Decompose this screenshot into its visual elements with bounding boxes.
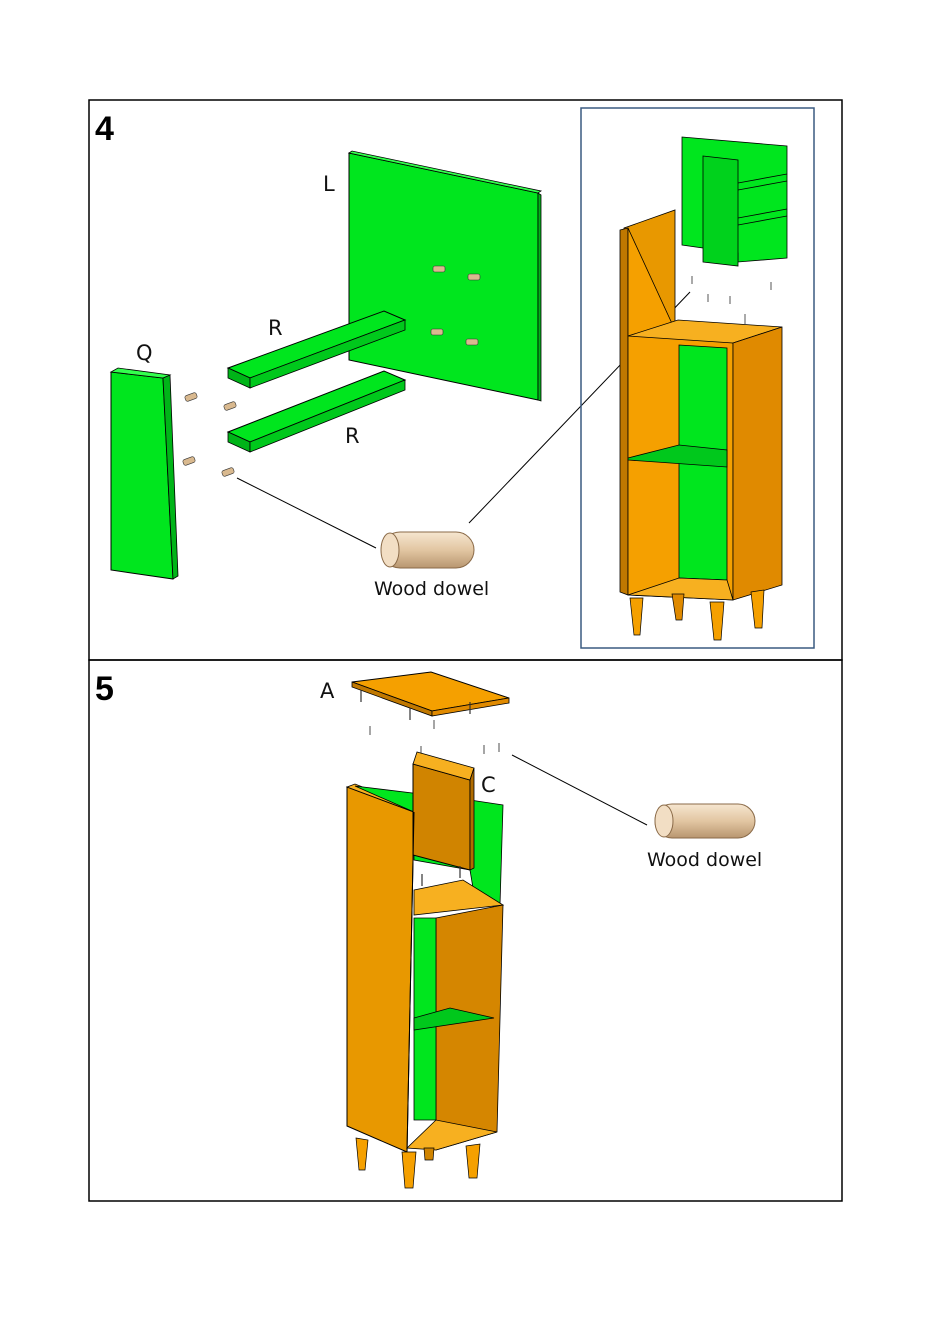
inset-cabinet — [620, 210, 782, 640]
panel-Q — [111, 368, 178, 579]
wood-dowel-caption-step4: Wood dowel — [374, 578, 489, 600]
cabinet-step5 — [347, 752, 503, 1188]
panel-L — [349, 151, 541, 401]
step-4-inset — [581, 108, 814, 648]
top-panel-A — [352, 672, 509, 720]
step-5-panel: 5 A — [89, 660, 842, 1201]
label-A: A — [320, 679, 335, 703]
leader-line-left — [237, 478, 376, 548]
label-C: C — [481, 773, 496, 797]
inset-top-module — [682, 137, 787, 266]
step-4-panel: 4 L R R — [89, 100, 842, 660]
step-4-number: 4 — [95, 110, 114, 148]
label-Q: Q — [136, 341, 153, 365]
label-R-upper: R — [268, 316, 283, 340]
leader-line-step5 — [512, 755, 647, 825]
step-5-number: 5 — [95, 670, 114, 708]
wood-dowel-illustration-step5 — [655, 804, 755, 838]
wood-dowel-illustration-step4 — [381, 532, 474, 568]
loose-dowels-step5 — [370, 720, 499, 755]
label-L: L — [323, 172, 335, 196]
wood-dowel-caption-step5: Wood dowel — [647, 849, 762, 871]
label-R-lower: R — [345, 424, 360, 448]
